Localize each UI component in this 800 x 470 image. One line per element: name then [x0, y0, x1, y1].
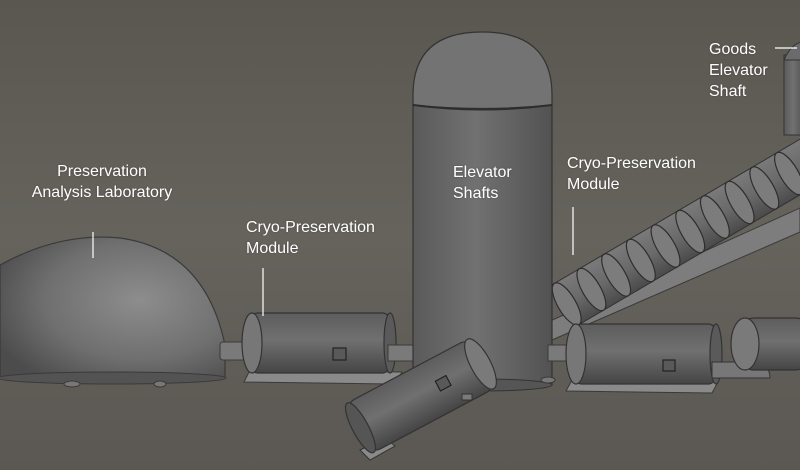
tube-segment	[576, 253, 629, 312]
tube-segment	[699, 181, 753, 240]
elbow-tube	[711, 317, 800, 379]
tube-segment	[749, 152, 800, 211]
label-elevator-shafts: Elevator Shafts	[453, 164, 512, 202]
label-goods-elevator: Goods Elevator Shaft	[709, 41, 768, 100]
label-cryo-module-left: Cryo-Preservation Module	[246, 219, 375, 257]
left-cryo-module	[241, 312, 403, 385]
leader-lines	[92, 47, 797, 316]
tube-segment	[601, 239, 654, 298]
label-preservation-lab: Preservation Analysis Laboratory	[31, 163, 173, 201]
elevator-shafts-tower	[411, 31, 553, 392]
diagonal-cryo-tube	[551, 137, 800, 327]
goods-elevator-shaft	[783, 42, 800, 136]
front-angled-module	[344, 338, 497, 461]
preservation-lab-dome	[0, 236, 227, 388]
label-cryo-module-right: Cryo-Preservation Module	[567, 155, 696, 193]
tube-segment	[774, 137, 800, 196]
right-cryo-module	[565, 323, 723, 394]
